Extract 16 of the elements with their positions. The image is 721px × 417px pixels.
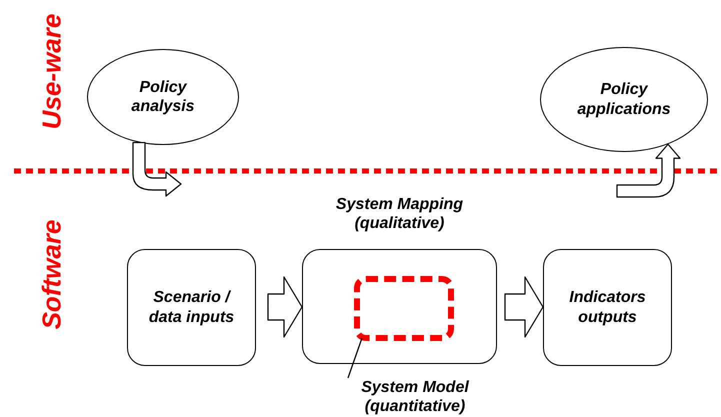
leader-line bbox=[347, 338, 363, 378]
node-label: Scenario / data inputs bbox=[148, 288, 236, 327]
section-label: Software bbox=[36, 218, 68, 332]
bent-arrow bbox=[132, 142, 182, 197]
node-label: Indicators outputs bbox=[568, 288, 647, 327]
process-box bbox=[543, 249, 672, 366]
node-label: Policy analysis bbox=[130, 78, 196, 116]
node-label: Policy applications bbox=[576, 80, 672, 119]
bent-arrow bbox=[616, 144, 681, 198]
dotted-box bbox=[354, 276, 454, 341]
block-arrow bbox=[504, 276, 544, 338]
callout-text: System Model (quantitative) bbox=[360, 378, 470, 417]
box-heading: System Mapping (qualitative) bbox=[334, 195, 464, 234]
block-arrow bbox=[267, 276, 303, 338]
section-label: Use-ware bbox=[36, 12, 68, 132]
process-box bbox=[127, 249, 256, 366]
